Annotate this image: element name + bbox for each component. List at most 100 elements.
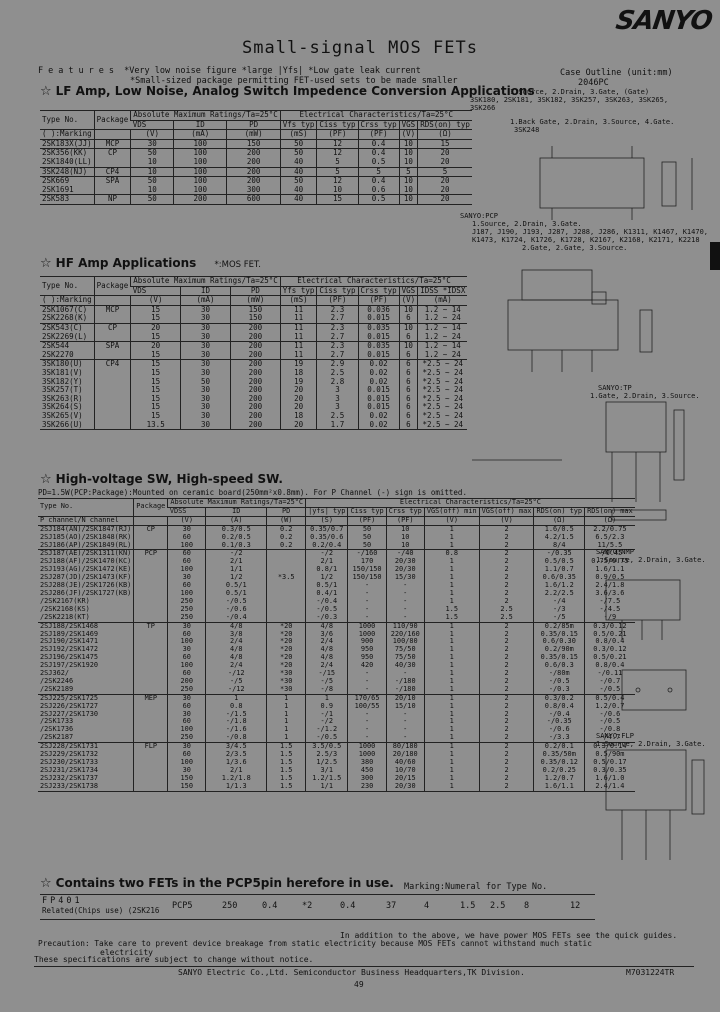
value-cell: 1.2/0.7 bbox=[584, 702, 635, 711]
value-cell: 250 bbox=[167, 733, 206, 743]
value-cell: 100 bbox=[173, 185, 227, 195]
side-notes-pcp: SANYO:PCP 1.Source, 2.Drain, 3.Gate. J18… bbox=[460, 212, 710, 252]
value-cell: 200 bbox=[229, 322, 281, 333]
value-cell: 200 bbox=[226, 148, 281, 158]
value-cell: 1 bbox=[266, 710, 306, 719]
pcp5-value-cell: PCP5 bbox=[172, 901, 193, 911]
value-cell: 12 bbox=[316, 139, 359, 149]
side-note-4: 3SK248 bbox=[514, 126, 540, 134]
value-cell: 100 bbox=[167, 661, 206, 671]
package-cell: CP4 bbox=[93, 166, 131, 177]
value-cell: 1.6/1.2 bbox=[533, 581, 585, 590]
value-cell: 0.036 bbox=[357, 305, 400, 315]
package-cell bbox=[93, 368, 131, 378]
value-cell: 150 bbox=[226, 139, 281, 149]
footer-divider bbox=[34, 966, 694, 967]
value-cell: 2/1 bbox=[305, 557, 348, 567]
value-cell: 13.5 bbox=[130, 420, 181, 430]
hf-unit-6: (PF) bbox=[316, 296, 359, 306]
col-elec: Electrical Characteristics/Ta=25°C bbox=[279, 110, 472, 121]
value-cell: 2 bbox=[478, 573, 534, 583]
lf-subhead-5: Vfs typ bbox=[279, 120, 317, 131]
value-cell: 2 bbox=[478, 661, 534, 671]
value-cell: 0.5/0.5 bbox=[533, 557, 585, 567]
hv-subhead-7: Crss typ bbox=[385, 507, 425, 517]
value-cell: 11 bbox=[279, 350, 317, 360]
value-cell: 1 bbox=[423, 750, 480, 759]
nmp-pins: 1.Source, 2.Drain, 3.Gate. bbox=[596, 556, 706, 564]
value-cell: 40/60 bbox=[385, 758, 425, 767]
value-cell: 3 bbox=[316, 386, 359, 395]
value-cell: 3 bbox=[316, 394, 359, 404]
value-cell: 30 bbox=[180, 341, 231, 351]
value-cell: -/0.3 bbox=[533, 685, 585, 695]
value-cell: 5 bbox=[316, 157, 359, 168]
value-cell: 100 bbox=[167, 565, 206, 575]
value-cell: 2 bbox=[478, 774, 534, 783]
value-cell: 0.5/1 bbox=[205, 581, 267, 590]
value-cell: 6 bbox=[398, 314, 418, 324]
value-cell: 20/30 bbox=[385, 565, 425, 575]
value-cell: 1 bbox=[423, 710, 480, 719]
value-cell: 4/8 bbox=[305, 621, 348, 631]
value-cell: 0.35/0.15 bbox=[533, 653, 585, 663]
value-cell: 0.2/90m bbox=[533, 645, 585, 655]
value-cell: 15/30 bbox=[385, 573, 425, 583]
lf-subhead-8: VGS bbox=[398, 120, 418, 131]
type-number-cell: 2SJ226/2SK1727 bbox=[40, 701, 99, 710]
value-cell: 0.6 bbox=[357, 185, 400, 195]
value-cell: 20 bbox=[130, 341, 181, 351]
value-cell: 0.8/0.4 bbox=[584, 661, 635, 671]
type-number-cell: 3SK265(V) bbox=[42, 410, 83, 420]
value-cell: 60 bbox=[167, 718, 206, 727]
value-cell: 1 bbox=[423, 573, 480, 583]
package-cell bbox=[93, 411, 131, 421]
value-cell: 1 bbox=[423, 774, 480, 783]
value-cell: 6 bbox=[398, 377, 418, 387]
value-cell: 2.7 bbox=[316, 314, 359, 324]
value-cell: 200 bbox=[167, 677, 206, 686]
value-cell: 150 bbox=[229, 305, 281, 315]
section-hf-title: HF Amp Applications bbox=[55, 256, 197, 270]
value-cell bbox=[266, 613, 306, 623]
lf-subhead-6: Ciss typ bbox=[316, 120, 359, 131]
hf-unit-8: (V) bbox=[398, 296, 418, 306]
hv-unit-6: (PF) bbox=[347, 516, 387, 526]
value-cell: 2.2/0.75 bbox=[584, 525, 635, 534]
value-cell: 0.3/0.14 bbox=[584, 742, 635, 752]
value-cell: *2.5 ~ 24 bbox=[417, 403, 468, 412]
type-number-cell: 2SJ362/ bbox=[40, 669, 70, 678]
value-cell bbox=[266, 605, 306, 614]
page-number: 49 bbox=[354, 980, 364, 989]
value-cell: 30 bbox=[167, 645, 206, 655]
value-cell: 10 bbox=[316, 185, 359, 195]
value-cell: 0.4 bbox=[357, 148, 400, 158]
pcp5-type: FP401 bbox=[42, 896, 83, 906]
value-cell: 30 bbox=[167, 766, 206, 775]
value-cell: 18 bbox=[279, 368, 317, 378]
value-cell: 30 bbox=[167, 525, 206, 534]
value-cell: 50 bbox=[347, 525, 387, 534]
case-outline-code: 2046PC bbox=[578, 78, 609, 88]
side-note-2: 3SK180, 2SK181, 3SK182, 3SK257, 3SK263, … bbox=[470, 96, 669, 112]
value-cell: 6 bbox=[398, 386, 418, 395]
value-cell: 1 bbox=[266, 693, 306, 703]
value-cell: 20 bbox=[417, 176, 472, 186]
hf-subhead-5: Yfs typ bbox=[279, 286, 317, 297]
value-cell: 0.8 bbox=[423, 549, 480, 559]
value-cell: 40 bbox=[279, 185, 317, 195]
value-cell: 200 bbox=[229, 350, 281, 360]
value-cell: 11 bbox=[279, 341, 317, 351]
pcp5-value-cell: 12 bbox=[570, 901, 581, 911]
hv-subhead-5: |yfs| typ bbox=[305, 507, 348, 517]
case-outline-caption: Case Outline (unit:mm) 2046PC bbox=[560, 68, 673, 88]
lf-subhead-4: PD bbox=[226, 120, 281, 131]
package-cell: CP bbox=[93, 322, 131, 333]
value-cell: 1.2 ~ 14 bbox=[417, 305, 468, 315]
value-cell: 0.8/0.4 bbox=[584, 638, 635, 647]
